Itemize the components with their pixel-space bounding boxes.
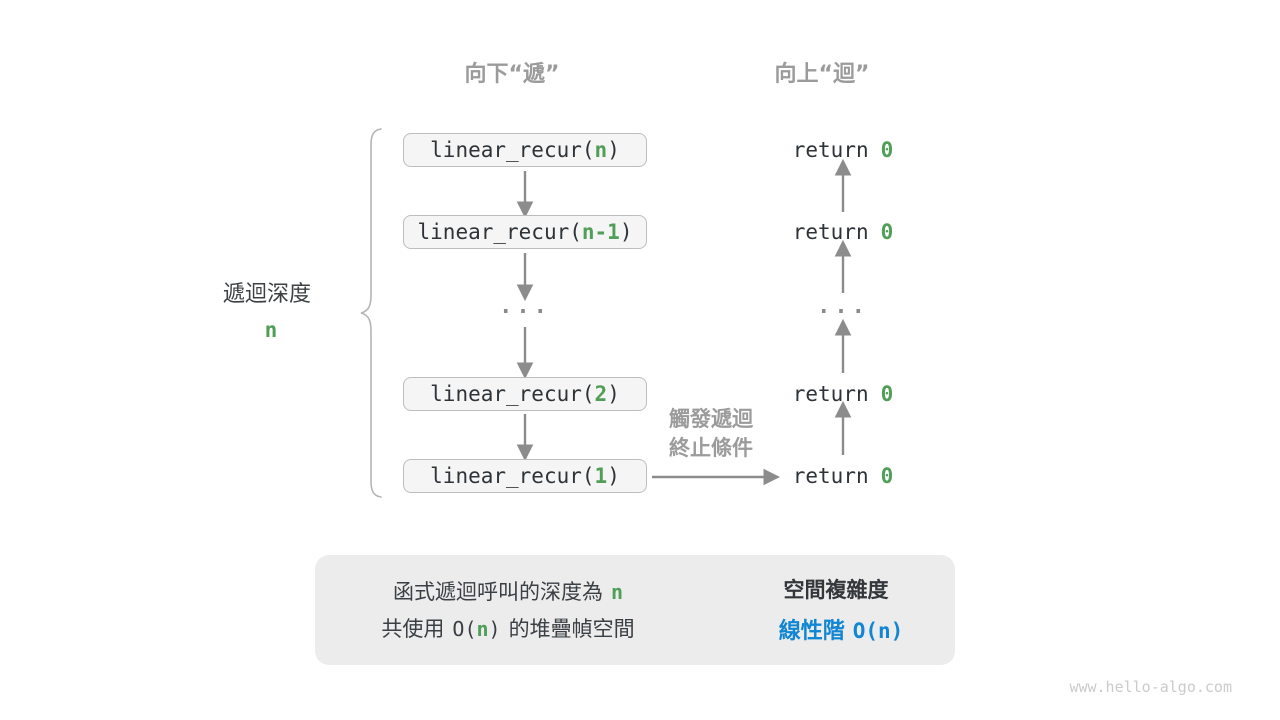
watermark: www.hello-algo.com — [1069, 678, 1232, 696]
summary-space-close: ) — [488, 617, 501, 641]
summary-result-value: 線性階 O( n ) — [779, 613, 904, 645]
code-text: ) — [607, 138, 620, 162]
summary-depth-text: 函式遞迴呼叫的深度為 — [392, 580, 603, 604]
return-keyword: return — [792, 138, 869, 162]
result-close: ) — [890, 619, 904, 643]
space-complexity-summary-card — [315, 555, 955, 665]
return-value: 0 — [880, 382, 894, 406]
return-value: 0 — [880, 220, 894, 244]
code-arg: n — [594, 138, 608, 162]
code-text: ) — [607, 464, 620, 488]
call-box-n: linear_recur(n) — [403, 133, 647, 167]
summary-space-pre: 共使用 — [381, 617, 445, 641]
summary-space-o: O( — [452, 617, 477, 641]
depth-brace — [360, 128, 382, 498]
code-text: linear_recur( — [430, 382, 595, 406]
call-box-1: linear_recur(1) — [403, 459, 647, 493]
code-arg: n-1 — [581, 220, 620, 244]
summary-space-n: n — [476, 617, 489, 641]
header-descend: 向下“遞” — [464, 62, 560, 87]
summary-depth-value: n — [610, 580, 624, 604]
return-row: return 0 — [793, 138, 894, 162]
code-arg: 2 — [594, 382, 608, 406]
code-text: linear_recur( — [430, 138, 595, 162]
return-keyword: return — [792, 464, 869, 488]
return-row: return 0 — [793, 220, 894, 244]
summary-space-post: 的堆疊幀空間 — [508, 617, 635, 641]
return-keyword: return — [792, 220, 869, 244]
code-arg: 1 — [594, 464, 608, 488]
summary-depth-line: 函式遞迴呼叫的深度為 n — [393, 576, 623, 606]
code-text: ) — [619, 220, 633, 244]
code-text: linear_recur( — [417, 220, 582, 244]
call-box-2: linear_recur(2) — [403, 377, 647, 411]
termination-note: 觸發遞迴 終止條件 — [669, 405, 753, 463]
return-row: return 0 — [793, 382, 894, 406]
code-text: ) — [607, 382, 620, 406]
return-keyword: return — [792, 382, 869, 406]
depth-label: 遞迴深度 — [222, 282, 312, 307]
header-ascend: 向上“迴” — [774, 62, 870, 87]
returns-ellipsis: ... — [817, 294, 869, 319]
result-order-text: 線性階 — [778, 619, 845, 644]
return-value: 0 — [880, 138, 894, 162]
return-row: return 0 — [793, 464, 894, 488]
call-stack-ellipsis: ... — [499, 294, 551, 319]
summary-space-line: 共使用 O( n ) 的堆疊幀空間 — [381, 613, 634, 643]
code-text: linear_recur( — [430, 464, 595, 488]
return-value: 0 — [880, 464, 894, 488]
termination-note-line1: 觸發遞迴 — [669, 407, 753, 431]
summary-result-title: 空間複雜度 — [783, 578, 889, 602]
result-o: O( — [852, 619, 878, 643]
termination-note-line2: 終止條件 — [669, 436, 753, 460]
depth-value: n — [264, 318, 278, 342]
call-box-n-1: linear_recur(n-1) — [403, 215, 647, 249]
result-n: n — [878, 619, 891, 643]
